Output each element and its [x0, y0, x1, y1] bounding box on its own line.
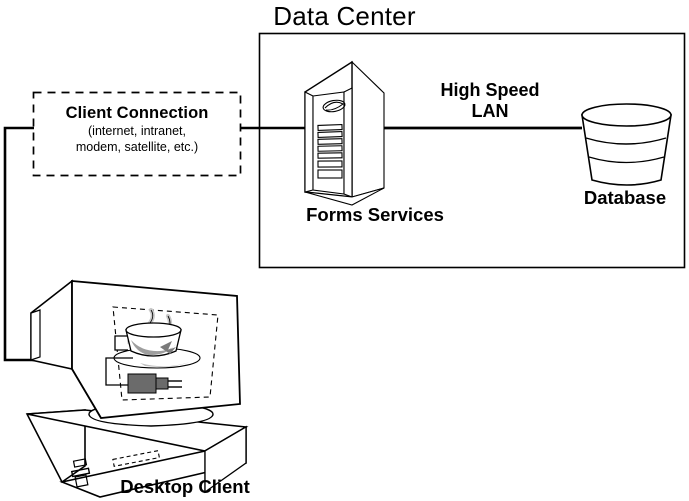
lan-label-line2: LAN — [471, 100, 509, 121]
client-connection-subtitle-line2: modem, satellite, etc.) — [75, 139, 199, 154]
desktop-client-label: Desktop Client — [120, 476, 250, 497]
client-connection-subtitle: (internet, intranet, modem, satellite, e… — [33, 124, 241, 155]
database-cylinder-icon — [581, 103, 672, 186]
client-connection-title: Client Connection — [65, 104, 209, 122]
desktop-computer-icon — [25, 279, 249, 498]
server-tower-icon — [304, 60, 385, 206]
client-connection-subtitle-line1: (internet, intranet, — [88, 124, 186, 139]
data-center-boundary-box — [258, 32, 686, 269]
java-coffee-cup-icon — [105, 307, 201, 394]
lan-connection-label: High Speed LAN — [390, 80, 590, 122]
client-connection-box — [32, 91, 242, 177]
forms-services-label: Forms Services — [306, 204, 444, 225]
client-connection-label-group: Client Connection (internet, intranet, m… — [33, 104, 241, 155]
lan-label-line1: High Speed — [440, 80, 540, 100]
database-label: Database — [583, 187, 667, 208]
page-title: Data Center — [273, 1, 416, 31]
